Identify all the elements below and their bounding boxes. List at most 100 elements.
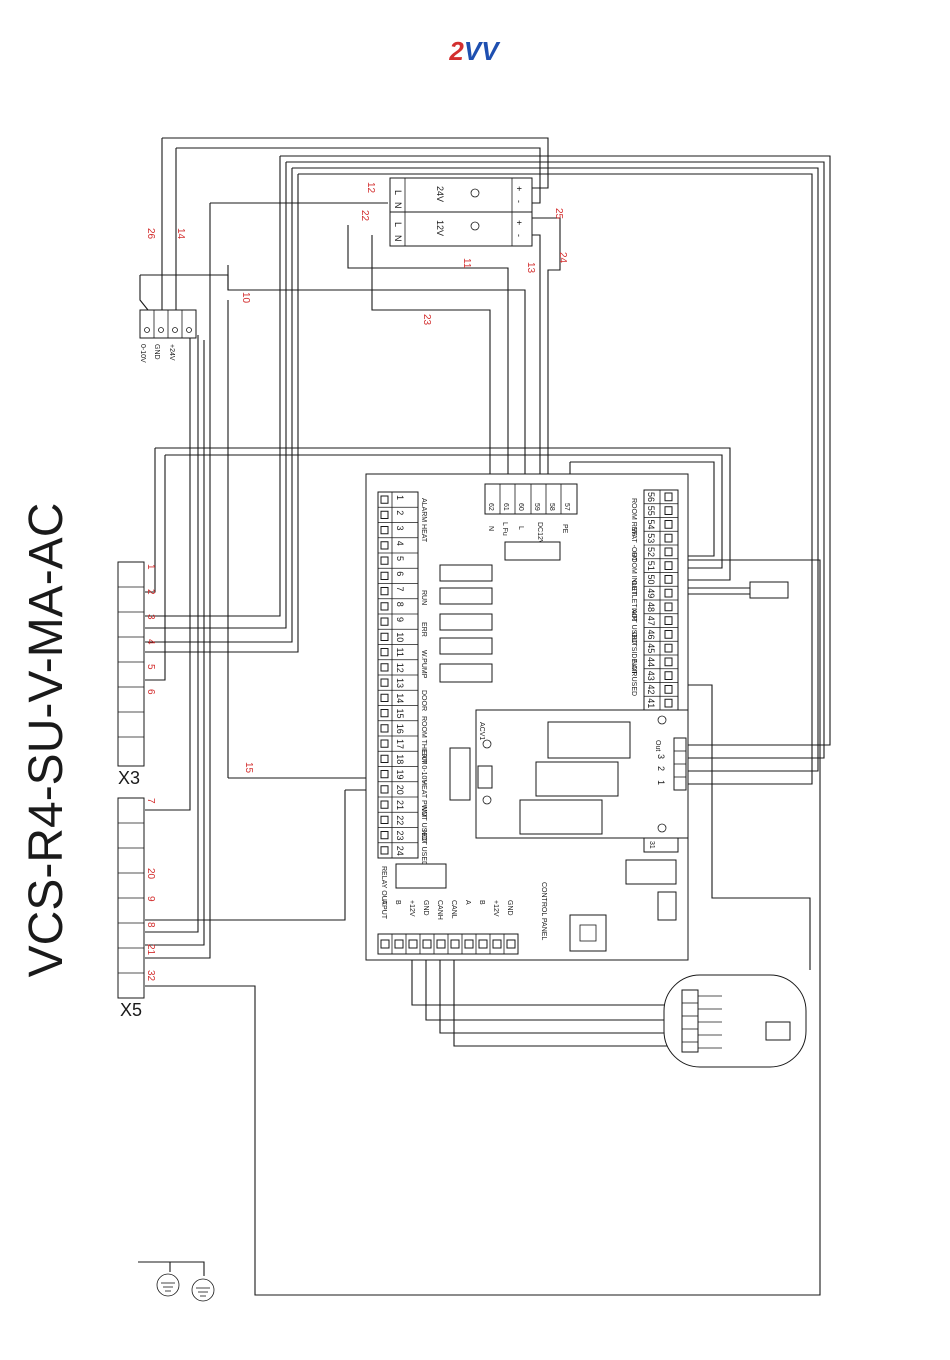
signal-label-24v: +24V [168, 344, 175, 361]
wire-number-25: 25 [553, 208, 564, 220]
x5-pin-8: 8 [145, 922, 156, 928]
connector-x3-label: X3 [118, 768, 140, 788]
relay-1 [439, 564, 493, 582]
left-terminal-number: 13 [395, 678, 405, 688]
control-panel-label: CONTROL PANEL [540, 882, 547, 940]
right-terminal-number: 50 [646, 575, 656, 585]
left-terminal-number: 10 [395, 632, 405, 642]
bus-terminal-label: +12V [408, 900, 415, 917]
power-terminal-block: 62 61 60 59 58 57 N L Fu L DC12V PE [484, 483, 578, 561]
left-terminal-screw [380, 693, 389, 702]
left-terminal-number: 7 [395, 587, 405, 592]
connector-x5-label: X5 [120, 1000, 142, 1020]
power-terminal-60: 60 [517, 503, 524, 511]
bus-terminal-screw [380, 939, 390, 949]
left-terminal-screw [380, 510, 389, 519]
room-panel [663, 974, 807, 1068]
power-label-pe: PE [561, 524, 568, 534]
right-terminal-screw [664, 520, 673, 529]
wire-number-14: 14 [175, 228, 186, 240]
left-terminal-number: 18 [395, 754, 405, 764]
signal-label-gnd: GND [153, 344, 160, 360]
psu-12v-minus: - [514, 234, 524, 237]
module-terminal-1: 1 [656, 780, 666, 785]
right-terminal-screw [664, 561, 673, 570]
header-ext-1 [449, 747, 471, 801]
logo-text: 2VV [448, 36, 501, 66]
psu-12v-voltage: 12V [435, 220, 445, 236]
power-terminal-59: 59 [533, 503, 540, 511]
x3-pin-2: 2 [145, 589, 156, 595]
right-terminal-number: 53 [646, 533, 656, 543]
left-terminal-screw [380, 526, 389, 535]
left-terminal-number: 17 [395, 739, 405, 749]
left-terminal-number: 6 [395, 571, 405, 576]
x3-pin-3: 3 [145, 614, 156, 620]
connector-x5: X5 7 20 9 8 21 32 [117, 797, 156, 1020]
left-terminal-screw [380, 663, 389, 672]
relay-4 [439, 637, 493, 655]
label-not-used-1: NOT USED [420, 806, 427, 842]
left-terminal-screw [380, 632, 389, 641]
left-terminal-screw [380, 739, 389, 748]
diagram-title: VCS-R4-SU-V-MA-AC [20, 503, 73, 978]
psu-24v-plus: + [514, 186, 524, 191]
x5-pin-9: 9 [145, 896, 156, 902]
power-terminal-61: 61 [502, 503, 509, 511]
bus-terminal-screw [506, 939, 516, 949]
label-run: RUN [420, 590, 427, 605]
label-room-inlet: ROOM INLET [630, 552, 637, 596]
temperature-sensor [749, 581, 789, 599]
right-terminal-number: 43 [646, 671, 656, 681]
psu-12v-plus: + [514, 220, 524, 225]
right-terminal-screw [664, 630, 673, 639]
psu-24v-minus: - [514, 200, 524, 203]
left-terminal-screw [380, 495, 389, 504]
bus-terminal-label: GND [506, 900, 513, 916]
wire-number-12: 12 [365, 182, 376, 194]
right-terminal-screw [664, 575, 673, 584]
right-terminal-screw [664, 616, 673, 625]
brand-logo: 2VV [448, 36, 501, 66]
bus-terminal-screw [408, 939, 418, 949]
psu-24v: L N 24V + - [389, 177, 533, 213]
right-terminal-screw [664, 506, 673, 515]
left-terminal-screw [380, 785, 389, 794]
label-wat-out: WAT -OUT [630, 528, 637, 562]
logo-part-2: VV [464, 36, 501, 66]
bus-terminal-label: CANH [436, 900, 443, 920]
bus-terminal-screw [394, 939, 404, 949]
relay-3 [439, 613, 493, 631]
left-terminal-screw [380, 571, 389, 580]
right-terminal-number: 49 [646, 588, 656, 598]
module-label: ACV1 [478, 722, 485, 740]
bus-terminal-screw [478, 939, 488, 949]
left-terminal-screw [380, 648, 389, 657]
wire-number-24: 24 [557, 252, 568, 264]
label-err: ERR [420, 622, 427, 637]
relay-5 [439, 663, 493, 683]
left-terminal-screw [380, 770, 389, 779]
left-terminal-number: 9 [395, 617, 405, 622]
bus-terminal-screw [450, 939, 460, 949]
control-board: 62 61 60 59 58 57 N L Fu L DC12V PE ALAR… [365, 473, 689, 961]
bus-terminal-screw [464, 939, 474, 949]
left-terminal-number: 24 [395, 846, 405, 856]
left-terminal-number: 3 [395, 526, 405, 531]
wire-number-10: 10 [240, 292, 251, 304]
label-not-used-3: NOT USED [630, 608, 637, 644]
acv1-module: ACV1 Out 3 2 1 [475, 709, 689, 839]
bus-terminal-label: A [464, 900, 471, 905]
right-terminal-screw [664, 657, 673, 667]
power-terminal-57: 57 [563, 503, 570, 511]
left-terminal-screw [380, 587, 389, 596]
left-terminal-screw [380, 815, 389, 824]
label-not-used-4: NOT USED [630, 660, 637, 696]
connector-x3: X3 1 2 3 4 5 6 [117, 561, 156, 788]
left-terminal-number: 14 [395, 693, 405, 703]
left-terminal-screw [380, 541, 389, 550]
logo-part-1: 2 [448, 36, 464, 66]
left-terminal-number: 16 [395, 724, 405, 734]
bus-terminal-label: A [380, 900, 387, 905]
small-switch [657, 891, 677, 921]
